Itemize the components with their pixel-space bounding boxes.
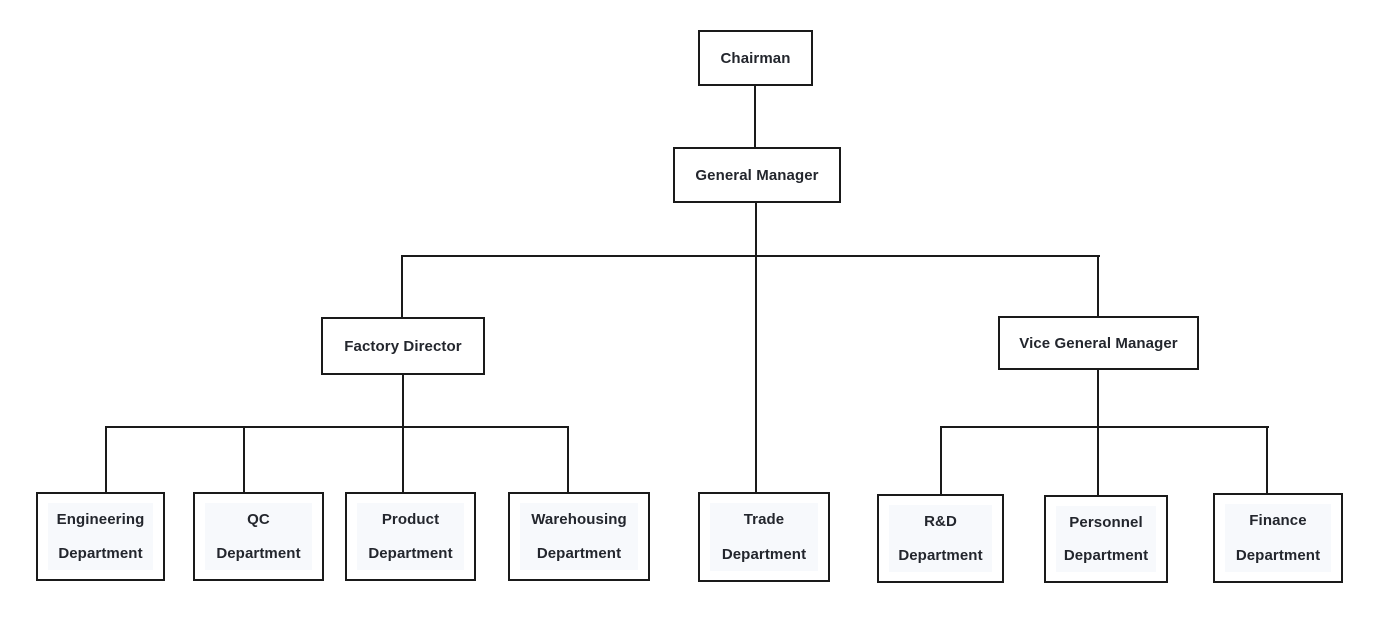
node-factory-director: Factory Director — [321, 317, 485, 375]
node-product-line1: Product — [381, 511, 440, 528]
department-box-tint — [889, 505, 992, 572]
node-qc-line2: Department — [216, 545, 301, 562]
node-vice-general-manager: Vice General Manager — [998, 316, 1199, 370]
node-qc-line1: QC — [247, 511, 270, 528]
connector-chairman-gm — [754, 86, 756, 147]
node-engineering-line2: Department — [58, 545, 143, 562]
node-personnel-line1: Personnel — [1069, 513, 1143, 531]
connector-bus2-vice-gm — [1097, 255, 1099, 316]
department-box-tint — [1056, 506, 1156, 572]
department-box-tint — [48, 503, 153, 570]
connector-bus-finance — [1266, 426, 1268, 493]
node-product-line2: Department — [368, 545, 453, 562]
node-warehousing-line2: Department — [536, 545, 622, 562]
node-finance-line2: Department — [1235, 546, 1321, 564]
connector-bus-qc — [243, 426, 245, 492]
connector-fd-product — [402, 375, 404, 492]
node-general-manager-label: General Manager — [695, 166, 819, 184]
connector-bus-vice — [940, 426, 1269, 428]
department-box-tint — [520, 503, 638, 570]
connector-vgm-personnel — [1097, 370, 1099, 495]
connector-bus-factory — [105, 426, 569, 428]
node-trade-department: Trade Department — [698, 492, 830, 582]
connector-bus-level2 — [402, 255, 1100, 257]
node-warehousing-line1: Warehousing — [531, 511, 627, 528]
department-box-tint — [1225, 504, 1331, 572]
connector-bus-rnd — [940, 426, 942, 494]
department-box-tint — [205, 503, 312, 570]
connector-bus-warehousing — [567, 426, 569, 492]
node-personnel-line2: Department — [1063, 547, 1149, 565]
node-rnd-department: R&D Department — [877, 494, 1004, 583]
department-box-tint — [710, 503, 818, 571]
node-warehousing-department: Warehousing Department — [508, 492, 650, 581]
node-trade-line1: Trade — [743, 511, 785, 529]
node-chairman-label: Chairman — [720, 49, 791, 67]
node-engineering-department: Engineering Department — [36, 492, 165, 581]
node-general-manager: General Manager — [673, 147, 841, 203]
node-rnd-line1: R&D — [924, 513, 957, 530]
node-product-department: Product Department — [345, 492, 476, 581]
node-trade-line2: Department — [721, 545, 807, 563]
node-personnel-department: Personnel Department — [1044, 495, 1168, 583]
node-factory-director-label: Factory Director — [344, 337, 462, 355]
node-vice-general-manager-label: Vice General Manager — [1019, 334, 1178, 352]
node-chairman: Chairman — [698, 30, 813, 86]
connector-bus-engineering — [105, 426, 107, 492]
node-qc-department: QC Department — [193, 492, 324, 581]
node-engineering-line1: Engineering — [56, 511, 145, 528]
connector-gm-trade — [755, 203, 757, 492]
node-rnd-line2: Department — [898, 547, 983, 564]
connector-bus2-factory-director — [401, 255, 403, 317]
node-finance-line1: Finance — [1249, 512, 1307, 530]
department-box-tint — [357, 503, 464, 570]
node-finance-department: Finance Department — [1213, 493, 1343, 583]
